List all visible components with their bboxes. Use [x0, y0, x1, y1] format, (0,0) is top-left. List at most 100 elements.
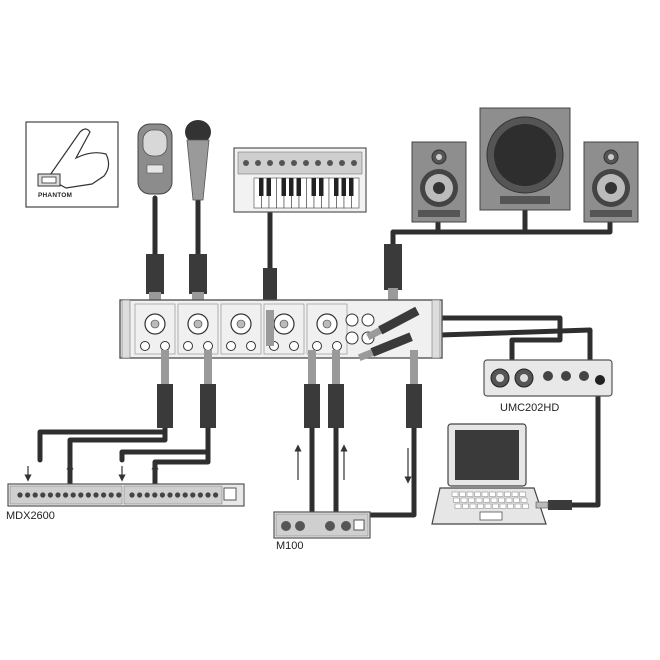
- laptop-key: [505, 497, 513, 503]
- mdx-knob: [167, 492, 173, 498]
- synth-black-key: [349, 178, 354, 196]
- laptop-key: [519, 491, 526, 497]
- jack-input: [289, 341, 299, 351]
- xlr-input-center: [236, 319, 246, 329]
- phantom-illustration: [25, 121, 119, 208]
- laptop-key: [504, 491, 511, 497]
- mdx2600-unit: [7, 483, 245, 507]
- mdx-knob: [197, 492, 203, 498]
- laptop-icon: [431, 423, 547, 525]
- left-monitor: [411, 141, 467, 223]
- laptop-key: [481, 491, 489, 497]
- synth-knob: [339, 160, 345, 166]
- synth-black-key: [281, 178, 286, 196]
- subwoofer: [479, 107, 571, 211]
- usb-plug-icon: [535, 500, 572, 510]
- synth-black-key: [259, 178, 264, 196]
- plug-body: [328, 384, 344, 428]
- synth-knob: [279, 160, 285, 166]
- mdx-knob: [137, 492, 143, 498]
- synth-black-key: [334, 178, 339, 196]
- synth-knob: [351, 160, 357, 166]
- synth-black-key: [289, 178, 294, 196]
- laptop-key: [522, 503, 529, 509]
- mdx-knob: [17, 492, 23, 498]
- umc-plugs: [357, 306, 420, 361]
- laptop-key: [469, 503, 477, 509]
- laptop-key: [490, 497, 498, 503]
- laptop-key: [484, 503, 492, 509]
- plug-shaft: [161, 350, 169, 386]
- mdx-knob: [47, 492, 54, 498]
- mdx-knob: [101, 492, 107, 498]
- synth-knob: [267, 160, 273, 166]
- speaker-cable: [390, 219, 613, 253]
- synth-knob: [327, 160, 333, 166]
- mixer-channel-strip: [263, 303, 305, 355]
- mdx-knob: [78, 492, 84, 498]
- laptop-key: [474, 491, 481, 497]
- synth-black-key: [341, 178, 346, 196]
- mixer-channel-strip: [177, 303, 219, 355]
- mdx-knob: [144, 492, 150, 498]
- m100-arrows: [294, 444, 412, 484]
- subwoofer-icon: [479, 107, 571, 211]
- mdx-knob: [129, 492, 135, 498]
- mdx-knob: [175, 492, 181, 498]
- mdx-knob: [70, 492, 76, 498]
- keyboard-synth: [233, 147, 367, 312]
- jack-input: [226, 341, 236, 351]
- plug-shaft: [332, 350, 340, 386]
- xlr-input-center: [322, 319, 332, 329]
- laptop-key: [499, 503, 507, 509]
- laptop-key: [514, 503, 522, 509]
- plug-shaft: [308, 350, 316, 386]
- synth-knob: [303, 160, 309, 166]
- m100-unit: [273, 511, 371, 539]
- mdx-knob: [108, 492, 114, 498]
- right-monitor: [583, 141, 639, 223]
- dynamic-mic: [185, 120, 211, 320]
- laptop-key: [460, 497, 468, 503]
- mdx2600-label: MDX2600: [6, 510, 55, 522]
- mdx-knob: [40, 492, 46, 498]
- mdx-knob: [159, 492, 165, 498]
- xlr-input-center: [193, 319, 203, 329]
- laptop: [431, 423, 547, 525]
- plug-shaft: [204, 350, 212, 386]
- mdx-knob: [182, 492, 188, 498]
- synth-knob: [243, 160, 249, 166]
- plug-body: [406, 384, 422, 428]
- jack-input: [203, 341, 213, 351]
- plug-body: [200, 384, 216, 428]
- xlr-input-center: [150, 319, 160, 329]
- mixer-channel-strip: [134, 303, 176, 355]
- laptop-key: [511, 491, 519, 497]
- laptop-key: [492, 503, 499, 509]
- laptop-key: [475, 497, 483, 503]
- mdx-knob: [190, 492, 196, 498]
- laptop-key: [498, 497, 505, 503]
- laptop-key: [513, 497, 520, 503]
- laptop-key: [466, 491, 474, 497]
- plug-shaft: [410, 350, 418, 386]
- synth-black-key: [296, 178, 301, 196]
- laptop-key: [477, 503, 484, 509]
- keyboard-synth-icon: [233, 147, 367, 213]
- laptop-key: [454, 503, 462, 509]
- jack-input: [160, 341, 170, 351]
- mdx-knob: [93, 492, 99, 498]
- cables: [37, 195, 613, 518]
- synth-black-key: [311, 178, 316, 196]
- phantom-label: PHANTOM: [38, 192, 73, 199]
- main-mixer: [119, 299, 443, 359]
- mixer-channel-strip: [306, 303, 348, 355]
- synth-knob: [315, 160, 321, 166]
- laptop-key: [451, 491, 459, 497]
- laptop-key: [507, 503, 514, 509]
- umc202hd-label: UMC202HD: [500, 402, 560, 414]
- mdx-arrows: [24, 462, 159, 482]
- mdx-knob: [25, 492, 31, 498]
- finger-press-icon: [47, 128, 110, 189]
